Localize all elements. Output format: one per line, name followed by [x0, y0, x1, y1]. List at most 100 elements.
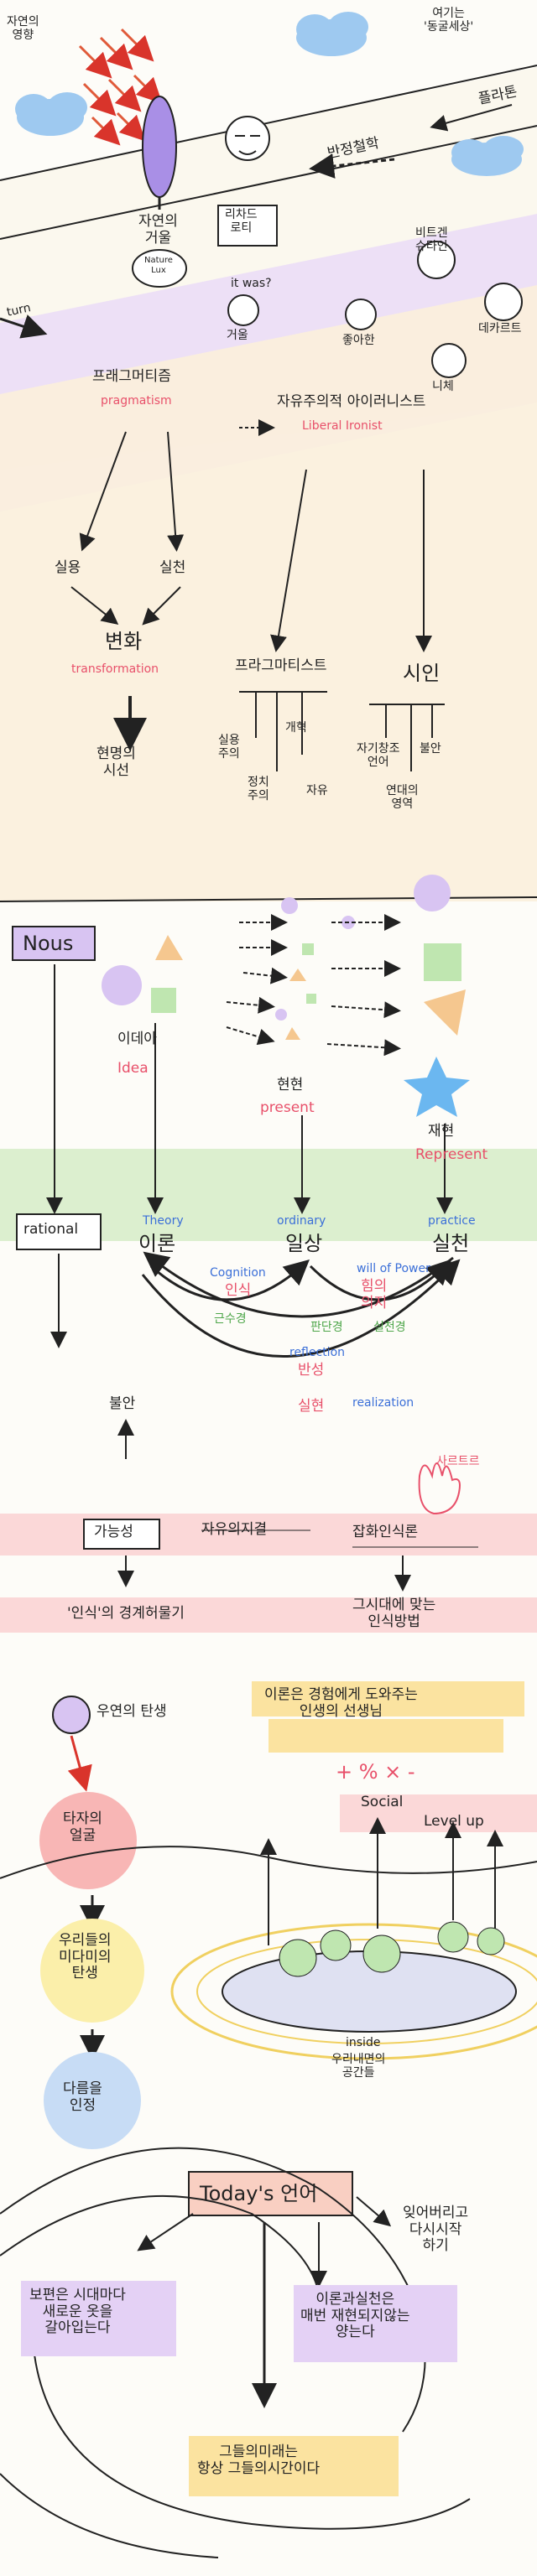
cognition-kr: 인식: [225, 1282, 252, 1299]
level-up-arrows: [260, 1817, 503, 1945]
cave-wall-line-2: [0, 125, 537, 240]
symbols-label: + % × -: [336, 1760, 415, 1784]
rational-box: [16, 1213, 102, 1250]
change-kr: 변화: [105, 630, 143, 653]
green-note-1: 근수경: [214, 1312, 247, 1326]
practice-kr: 실천: [432, 1232, 470, 1255]
practice-en: practice: [428, 1214, 476, 1228]
idea-en: Idea: [117, 1060, 149, 1077]
inner-island: [170, 1921, 537, 2060]
future-circle: [40, 1919, 144, 2023]
face-label: 거울: [227, 329, 248, 342]
political-label: 정치 주의: [248, 776, 269, 803]
nous-box: [12, 926, 96, 961]
belief-label: 실용: [55, 559, 81, 576]
wear-box: [21, 2281, 176, 2356]
change-label: 개혁: [285, 721, 307, 735]
anxiety-label-2: 불안: [109, 1395, 136, 1412]
inner-know-label: 잡화인식론: [352, 1524, 419, 1540]
green-note-3: 실천경: [373, 1321, 406, 1334]
pale-quote: 이론은 경험에게 도와주는 인생의 선생님: [264, 1686, 418, 1720]
poet-label: 시인: [403, 662, 441, 685]
reflection-kr: 반성: [298, 1362, 325, 1379]
theory-en: Theory: [143, 1214, 184, 1228]
other-face-circle: [39, 1792, 137, 1889]
rorty-figure: [217, 116, 278, 247]
practice-label: 실천: [159, 559, 186, 576]
pink-band-2: [0, 1597, 537, 1633]
sunlight-arrows: [78, 28, 163, 146]
mirror-tag: [132, 249, 187, 288]
liberal-ironist-kr: 자유주의적 아이러니스트: [277, 393, 426, 410]
nous-label: Nous: [23, 932, 74, 955]
solidarity-label: 연대의 영역: [386, 784, 419, 812]
quote-highlight: [252, 1681, 524, 1716]
mirror-tag-label: Nature Lux: [144, 256, 173, 275]
rational-label: rational: [23, 1221, 79, 1238]
contingency-birth: 우연의 탄생: [96, 1703, 167, 1720]
social-label: Social: [361, 1794, 404, 1810]
their-future-box: [189, 2436, 399, 2496]
represent-kr: 재현: [428, 1123, 455, 1140]
level-up-label: Level up: [424, 1813, 484, 1830]
rorty-label: 리차드 로티: [225, 208, 258, 236]
self-creation-label: 자기창조 언어: [357, 742, 400, 770]
accept-circle: [44, 2052, 141, 2149]
section2-arrows: [70, 419, 445, 771]
cognition-limit-label: '인식'의 경계허물기: [67, 1605, 185, 1622]
face-label: 좋아한: [342, 334, 375, 347]
cloud-icon: [451, 136, 524, 176]
sad-face-icon: [52, 1696, 91, 1734]
arrow: [67, 1735, 92, 1792]
will-kr: 힘의 의지: [361, 1278, 388, 1311]
liberal-ironist-en: Liberal Ironist: [302, 419, 383, 433]
present-kr: 현현: [277, 1077, 304, 1093]
arrow: [309, 153, 395, 179]
face-label: 니체: [432, 380, 454, 393]
theory-practice-label: 이론과실천은 매번 재현되지않는 양는다: [300, 2291, 410, 2341]
forget-label: 잊어버리고 다시시작 하기: [403, 2205, 469, 2255]
hand-icon: [418, 1462, 461, 1515]
pragmatism-en: pragmatism: [101, 394, 172, 408]
section3-arrows: [46, 964, 461, 1592]
realization-en: realization: [352, 1396, 414, 1410]
inside-kr: 우리내면의 공간들: [331, 2053, 386, 2080]
accept-label: 다름을 인정: [63, 2080, 102, 2114]
present-en: present: [260, 1099, 315, 1116]
represent-en: Represent: [415, 1146, 488, 1163]
contingency-label: 가능성: [94, 1524, 133, 1540]
will-en: will of Power: [357, 1262, 430, 1275]
wear-label: 보편은 시대마다 새로운 옷을 갈아입는다: [29, 2287, 126, 2337]
idea-kr: 이데아: [117, 1031, 157, 1047]
today-label: Today's 언어: [200, 2182, 318, 2205]
cave-world-label: 여기는 '동굴세상': [424, 7, 474, 34]
their-future-label: 그들의미래는 항상 그들의시간이다: [197, 2444, 321, 2477]
contingency-box: [83, 1519, 160, 1550]
other-face-label: 타자의 얼굴: [63, 1810, 102, 1844]
ordinary-kr: 일상: [285, 1232, 323, 1255]
sunlight-label: 자연의 영향: [7, 15, 39, 43]
anxiety-label: 불안: [420, 742, 441, 756]
sartre-label: 사르트르: [436, 1455, 480, 1468]
theory-kr: 이론: [138, 1232, 176, 1255]
face-note: it was?: [231, 277, 272, 290]
cognition-en: Cognition: [210, 1266, 266, 1280]
inside-en: inside: [346, 2036, 381, 2049]
quote-highlight-2: [268, 1719, 503, 1753]
cave-wall-line: [0, 65, 537, 181]
pragmatist-label: 프라그마티스트: [235, 657, 327, 674]
change-en: transformation: [71, 662, 159, 676]
cloud-icon: [15, 92, 87, 136]
turn-arrow: [0, 314, 48, 339]
realization-kr: 실현: [298, 1398, 325, 1415]
face-label: 데카르트: [478, 322, 522, 335]
method-label: 그시대에 맞는 인식방법: [352, 1597, 436, 1630]
face-label: 비트겐 슈타인: [415, 226, 448, 254]
idea-shapes: [102, 875, 470, 1117]
reality-label: 현명의 시선: [96, 745, 136, 779]
freedom-label: 자유: [306, 784, 328, 797]
mirror-icon: [142, 96, 177, 198]
today-arrows: [137, 2196, 392, 2408]
ordinary-en: ordinary: [277, 1214, 326, 1228]
